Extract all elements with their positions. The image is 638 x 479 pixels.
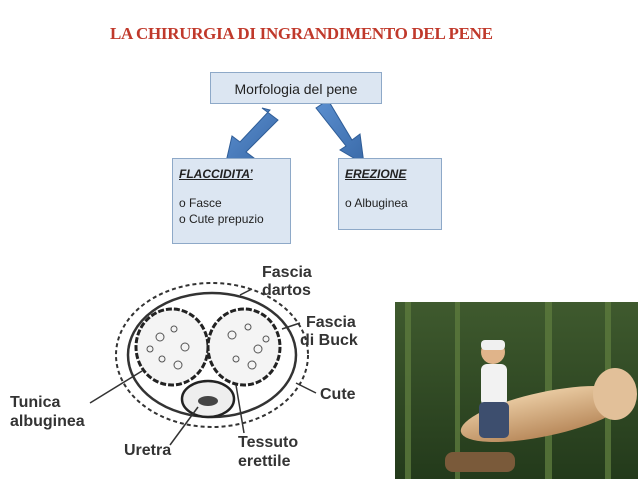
label-fascia-dartos-1: Fascia	[262, 264, 312, 281]
label-tessuto-1: Tessuto	[238, 434, 298, 451]
leader-tunica	[89, 370, 143, 404]
forest-photo-art	[395, 302, 638, 479]
corpus-left	[134, 307, 210, 387]
leader-uretra	[169, 406, 199, 446]
label-tunica-2: albuginea	[10, 413, 85, 430]
left-arrow	[225, 107, 279, 163]
label-fascia-dartos-2: dartos	[262, 282, 311, 299]
outer-skin-ring	[115, 282, 309, 428]
label-fascia-buck-2: di Buck	[300, 332, 358, 349]
erezione-heading: EREZIONE	[345, 167, 407, 181]
leader-tessuto	[235, 384, 245, 434]
morfologia-box: Morfologia del pene	[210, 72, 382, 104]
flaccidita-heading: FLACCIDITA’	[179, 167, 253, 181]
label-uretra: Uretra	[124, 442, 171, 459]
erezione-box: EREZIONE o Albuginea	[338, 158, 442, 230]
label-tessuto-2: erettile	[238, 453, 291, 470]
corpus-right	[206, 307, 282, 387]
leader-buck	[281, 322, 301, 330]
slide-title: LA CHIRURGIA DI INGRANDIMENTO DEL PENE	[110, 24, 493, 43]
label-tunica-1: Tunica	[10, 394, 60, 411]
leader-cute	[295, 382, 317, 394]
flaccidita-box: FLACCIDITA’ o Fasce o Cute prepuzio	[172, 158, 291, 244]
right-arrow	[315, 99, 365, 165]
flaccidita-item-fasce: o Fasce	[179, 196, 222, 210]
label-fascia-buck-1: Fascia	[306, 314, 356, 331]
erezione-item-albuginea: o Albuginea	[345, 196, 408, 210]
urethra-lumen	[198, 396, 218, 406]
spongy-texture	[146, 323, 270, 370]
flaccidita-item-cute: o Cute prepuzio	[179, 212, 264, 226]
cross-section-figure: Fascia dartos Fascia di Buck Cute Tunica…	[10, 264, 358, 470]
leader-dartos	[239, 288, 253, 296]
forest-photo	[395, 302, 638, 479]
label-cute: Cute	[320, 386, 356, 403]
